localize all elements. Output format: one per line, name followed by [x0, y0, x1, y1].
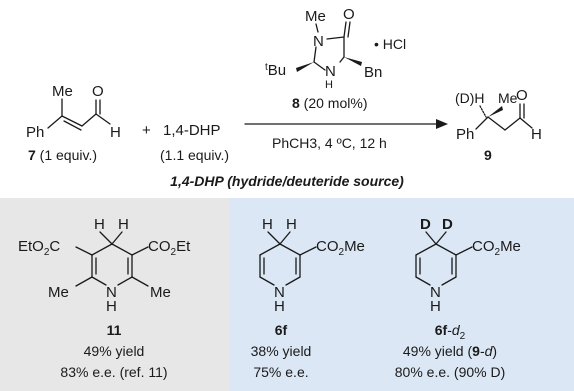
catalyst-wedge-right [344, 57, 362, 66]
catalyst-nh: H [325, 79, 333, 91]
product-ph: Ph [456, 126, 474, 143]
panel-title: 1,4-DHP (hydride/deuteride source) [170, 173, 404, 189]
c11-h2: H [118, 216, 129, 233]
c6fd2-d2: D [442, 216, 453, 233]
compound-6f: H H N H CO2Me [259, 216, 365, 315]
c6fd2-ee: 80% e.e. (90% D) [395, 364, 506, 380]
c6f-h1: H [262, 216, 273, 233]
c11-n: N [106, 284, 117, 301]
compound-6f-d2: D D N H CO2Me [415, 216, 521, 315]
c11-h1: H [94, 216, 105, 233]
reactant-h: H [110, 124, 121, 141]
product-dh: (D)H [455, 90, 485, 106]
reactant-ph: Ph [26, 124, 44, 141]
c11-yield: 49% yield [84, 343, 145, 359]
c11-ester-right: CO2Et [148, 238, 191, 258]
reaction-conditions: PhCH3, 4 ºC, 12 h [272, 135, 387, 151]
product-me: Me [498, 90, 518, 106]
c11-ester-left: EtO2C [18, 238, 60, 258]
c6fd2-ester: CO2Me [472, 238, 521, 258]
catalyst-n-bottom: N [325, 63, 336, 80]
c11-label: 11 [107, 322, 122, 338]
product-h: H [531, 126, 542, 143]
c6f-h2: H [286, 216, 297, 233]
c11-ee: 83% e.e. (ref. 11) [60, 364, 167, 380]
c6f-ee: 75% e.e. [253, 364, 308, 380]
product-9: (D)H Me Ph O H 9 [455, 87, 542, 163]
catalyst-bn: Bn [364, 64, 382, 81]
c6fd2-d1: D [420, 216, 431, 233]
compound-11: H H N H EtO2C CO2Et Me Me [18, 216, 191, 315]
reagent-equiv: (1.1 equiv.) [160, 147, 229, 163]
catalyst-me: Me [305, 8, 326, 25]
c6f-yield: 38% yield [251, 343, 312, 359]
c11-nh: H [106, 298, 117, 315]
c6fd2-nh: H [430, 298, 441, 315]
catalyst-n-top: N [313, 33, 324, 50]
catalyst-8: Me N O N H tBu Bn • HCl 8 (20 mol%) [265, 6, 406, 111]
catalyst-caption: 8 (20 mol%) [292, 95, 367, 111]
c6f-n: N [274, 284, 285, 301]
product-label: 9 [484, 147, 492, 163]
c6fd2-n: N [430, 284, 441, 301]
reagent-dhp: 1,4-DHP (1.1 equiv.) [160, 122, 229, 163]
catalyst-tbu: tBu [265, 62, 286, 79]
panel-left-bg [0, 198, 229, 391]
reaction-arrow [244, 119, 448, 129]
c6f-label: 6f [275, 322, 288, 338]
reactant-o: O [92, 83, 104, 100]
reactant-me: Me [52, 83, 73, 100]
reactant-7: Ph Me O H 7 (1 equiv.) [26, 83, 121, 163]
reactant-caption: 7 (1 equiv.) [28, 147, 97, 163]
catalyst-o: O [343, 6, 355, 23]
product-o: O [516, 87, 528, 104]
c11-me-left: Me [48, 284, 69, 301]
plus-sign: + [142, 122, 151, 139]
catalyst-wedge-left [296, 62, 314, 72]
c11-me-right: Me [150, 284, 171, 301]
reagent-name: 1,4-DHP [163, 122, 221, 139]
c6fd2-yield: 49% yield (9-d) [403, 343, 497, 359]
catalyst-salt: • HCl [374, 36, 406, 52]
c6f-ester: CO2Me [316, 238, 365, 258]
c6f-nh: H [274, 298, 285, 315]
panel-right-bg [229, 198, 574, 391]
